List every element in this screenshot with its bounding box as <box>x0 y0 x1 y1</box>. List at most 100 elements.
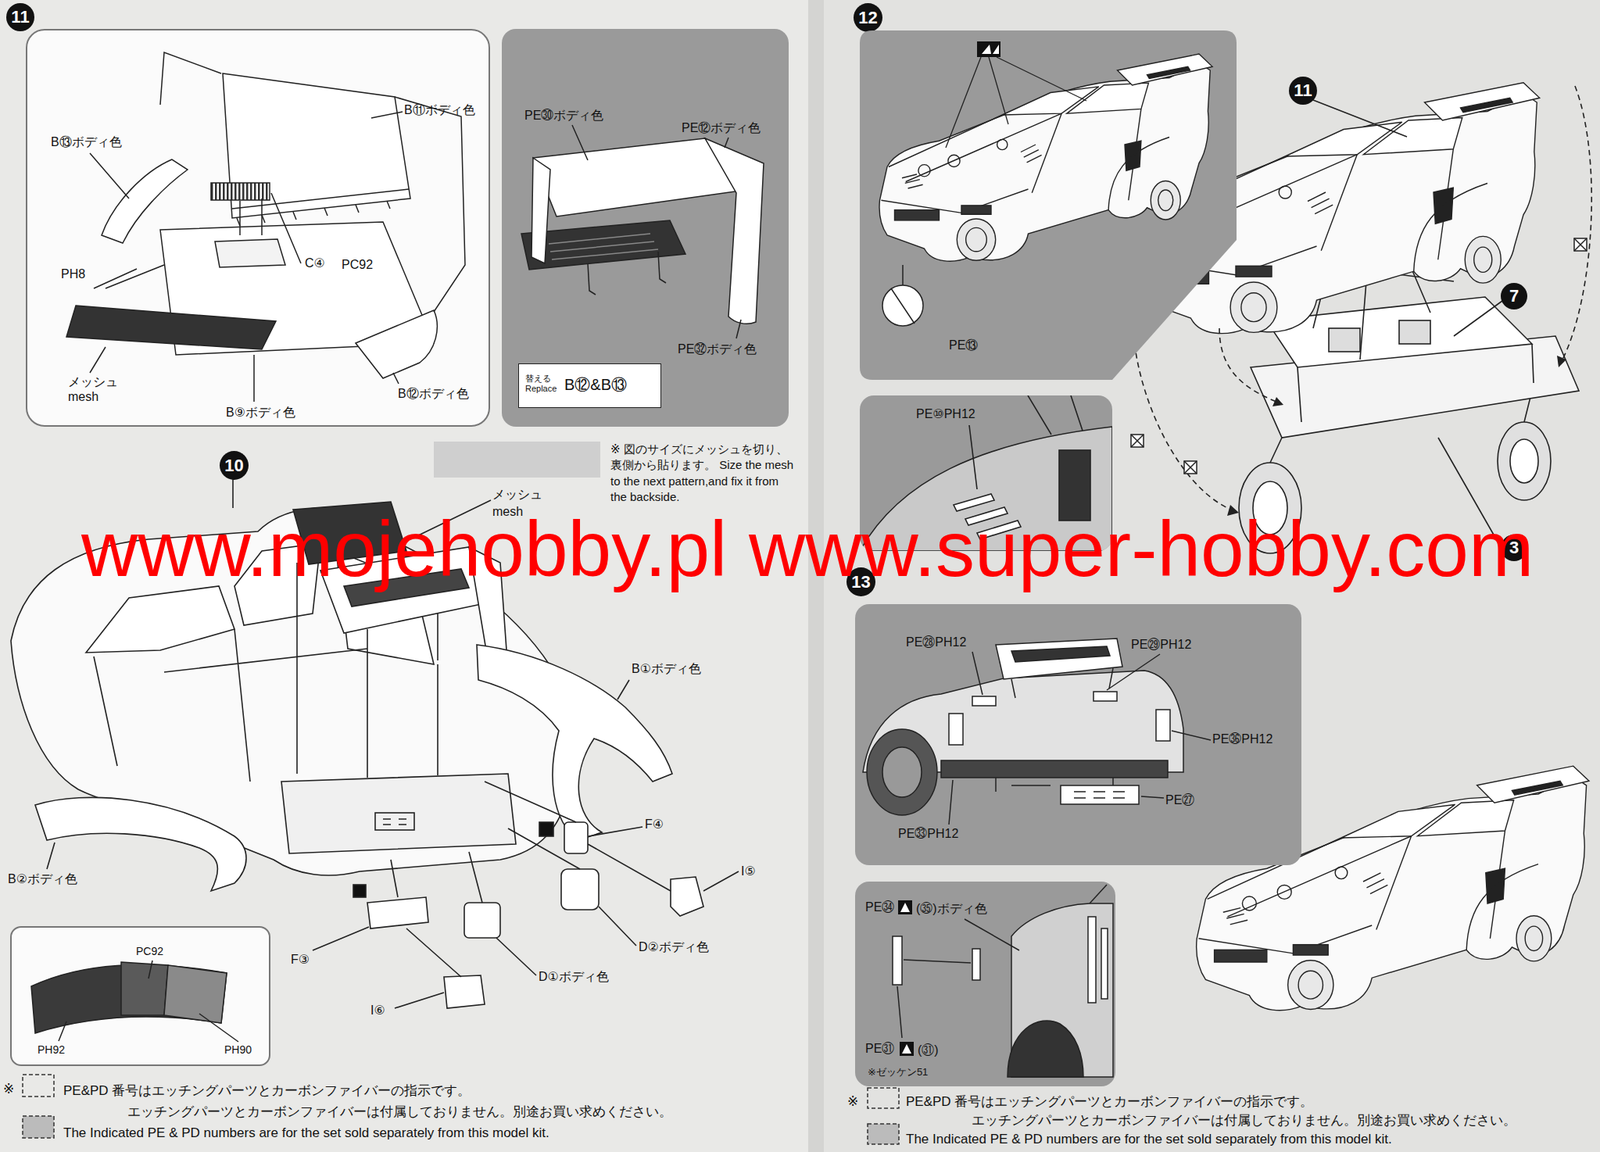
option-panel: PE㉞(㉟)ボディ色PE㉛(㉛)※ゼッケン51 <box>855 881 1116 1087</box>
footnote: The Indicated PE & PD numbers are for th… <box>905 1131 1393 1148</box>
drawing-line <box>1413 183 1488 273</box>
footnote: PE&PD 番号はエッチングパーツとカーボンファイバーの指示です。 <box>905 1094 1314 1110</box>
part-label: C④ <box>304 255 326 271</box>
drawing-line <box>902 144 1042 189</box>
drawing-line <box>1108 137 1170 211</box>
drawing-line <box>1272 397 1284 407</box>
drawing-line <box>1230 282 1278 333</box>
part-label: B①ボディ色 <box>631 661 702 677</box>
drawing-line <box>22 1116 54 1139</box>
drawing-line <box>548 233 659 260</box>
drawing-line <box>375 812 415 831</box>
drawing-group <box>892 884 1114 1078</box>
drawing-group <box>879 53 1213 262</box>
part-label: PE㉙PH12 <box>1131 637 1192 652</box>
drawing-line <box>1131 434 1144 448</box>
drawing-line <box>1460 97 1514 112</box>
drawing-line <box>1399 320 1431 344</box>
step-number: 11 <box>10 8 29 26</box>
option-panel: PE㉘PH12PE㉙PH12PE㊱PH12PE㉗PE㉝PH12 <box>855 604 1302 866</box>
drawing-line <box>956 218 996 261</box>
drawing-line <box>1335 866 1348 880</box>
drawing-line <box>564 822 588 854</box>
drawing-line <box>981 44 999 54</box>
step-number: 7 <box>1509 287 1519 305</box>
drawing-line <box>1156 709 1171 741</box>
drawing-line <box>572 125 741 339</box>
drawing-line <box>670 876 704 917</box>
footnote: PE&PD 番号はエッチングパーツとカーボンファイバーの指示です。 <box>63 1083 471 1099</box>
part-label: (㉟)ボディ色 <box>916 901 988 917</box>
step-number: 10 <box>224 457 244 475</box>
drawing-line <box>997 139 1008 150</box>
drawing-line <box>1235 265 1272 277</box>
drawing-line <box>211 182 270 201</box>
drawing-line <box>1223 873 1389 925</box>
drawing-line <box>281 773 516 854</box>
drawing-line <box>867 1123 899 1145</box>
part-label: PE㉗ <box>1165 792 1195 808</box>
drawing-line <box>900 902 910 913</box>
drawing-line <box>1198 925 1372 954</box>
part-label: B⑨ボディ色 <box>225 404 296 420</box>
drawing-line <box>948 713 963 745</box>
drawing-line <box>58 960 239 1042</box>
drawing-line <box>1466 864 1539 951</box>
part-label: PC92 <box>136 944 164 959</box>
drawing-line <box>164 965 227 1024</box>
drawing-line <box>66 305 276 350</box>
drawing-line <box>1131 434 1144 448</box>
part-label: B⑫ボディ色 <box>397 386 469 401</box>
drawing-line <box>972 948 981 981</box>
drawing-line <box>902 1044 912 1054</box>
drawing-line <box>880 189 1028 213</box>
drawing-line <box>367 897 429 929</box>
drawing-line <box>121 962 169 1016</box>
drawing-line <box>1511 780 1563 795</box>
step-number: 12 <box>853 3 883 33</box>
part-label: PH8 <box>60 266 86 282</box>
drawing-line <box>882 747 922 798</box>
drawing-line <box>1242 896 1257 911</box>
step-number: 12 <box>858 9 877 27</box>
drawing-line <box>1417 800 1514 837</box>
drawing-group <box>862 638 1211 825</box>
part-label: PE㉜ボディ色 <box>677 341 757 357</box>
drawing-line <box>1150 181 1181 220</box>
drawing-line <box>969 425 978 490</box>
drawing-line <box>464 902 501 938</box>
drawing-line <box>443 975 485 1009</box>
drawing-line <box>918 164 931 177</box>
part-label: PE㉞ <box>865 899 895 915</box>
part-label: D②ボディ色 <box>638 939 709 955</box>
drawing-line <box>1184 461 1197 474</box>
drawing-line <box>966 227 988 251</box>
drawing-line <box>1184 461 1197 474</box>
part-label: B⑫&B⑬ <box>564 375 627 394</box>
drawing-line <box>1277 884 1292 899</box>
drawing-line <box>1424 82 1540 121</box>
drawing-line <box>972 696 996 706</box>
drawing-line <box>1557 355 1567 368</box>
part-label: PE㉘PH12 <box>905 634 967 650</box>
drawing-line <box>879 63 1210 262</box>
drawing-line <box>866 729 938 816</box>
drawing-line <box>1464 236 1501 283</box>
drawing-line <box>1214 949 1268 963</box>
drawing-line <box>214 239 286 268</box>
drawing-line <box>894 210 940 221</box>
drawing-line <box>948 651 1211 825</box>
illustration <box>27 30 492 429</box>
part-label: (㉛) <box>917 1042 939 1058</box>
drawing-line <box>945 57 1087 148</box>
footnote: ※ <box>847 1094 859 1110</box>
drawing-line <box>941 760 1168 778</box>
step-number: 7 <box>1500 282 1528 310</box>
part-label: PE㉝PH12 <box>898 826 959 842</box>
part-label: B⑬ボディ色 <box>50 134 122 150</box>
drawing-line <box>1278 186 1292 199</box>
drawing-line <box>705 138 764 324</box>
drawing-line <box>1561 85 1592 362</box>
footnote: ※ <box>3 1081 15 1098</box>
